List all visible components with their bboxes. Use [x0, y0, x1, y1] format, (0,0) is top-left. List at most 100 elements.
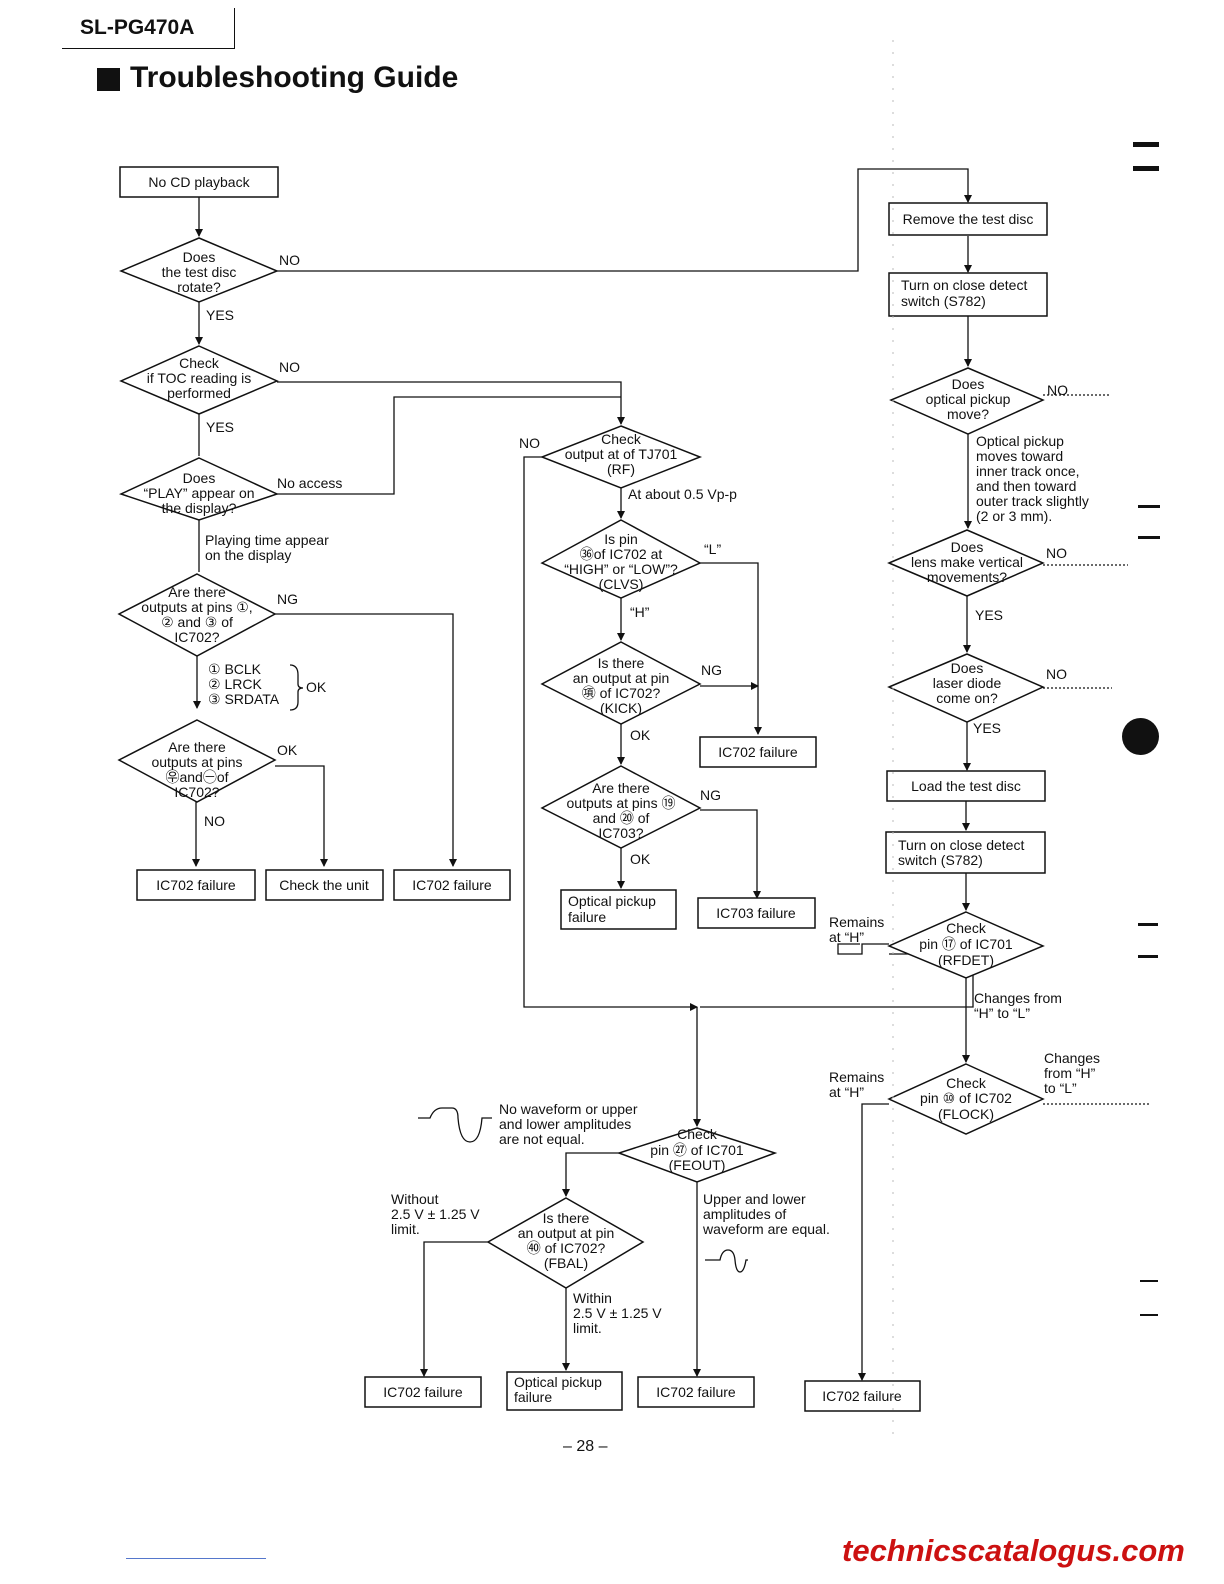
label-signal-srdata: ③ SRDATA	[208, 691, 280, 707]
label-yes-lens: YES	[975, 607, 1003, 623]
decision-kick-l4: (KICK)	[600, 700, 642, 716]
decision-rfdet-l3: (RFDET)	[938, 952, 994, 968]
decision-kick-l1: Is there	[598, 655, 645, 671]
decision-kick-l2: an output at pin	[573, 670, 670, 686]
decision-feout-l2: pin ㉗ of IC701	[650, 1142, 744, 1158]
binding-mark	[1138, 923, 1158, 926]
process-boxes: No CD playback Remove the test disc Turn…	[119, 166, 1048, 1412]
decision-fbal-l4: (FBAL)	[544, 1255, 588, 1271]
title-bullet	[97, 68, 120, 91]
decision-tj701-l3: (RF)	[607, 461, 635, 477]
decision-disc-rotate-l2: the test disc	[162, 264, 237, 280]
label-at-about: At about 0.5 Vp-p	[628, 486, 737, 502]
decision-laser-l2: laser diode	[933, 675, 1002, 691]
label-ok-kick: OK	[630, 727, 651, 743]
decision-clvs-l3: “HIGH” or “LOW”?	[564, 561, 678, 577]
box-ic702-failure-feout: IC702 failure	[656, 1384, 736, 1400]
box-ic702-failure-fbal: IC702 failure	[383, 1384, 463, 1400]
decision-play-l1: Does	[183, 470, 216, 486]
label-changes-2-l3: to “L”	[1044, 1080, 1077, 1096]
box-pickup-failure-1-line2: failure	[568, 909, 606, 925]
decision-pickup-move-l2: optical pickup	[926, 391, 1011, 407]
label-pickup-note-l1: Optical pickup	[976, 433, 1064, 449]
decision-laser-l3: come on?	[936, 690, 998, 706]
label-no-waveform-l1: No waveform or upper	[499, 1101, 638, 1117]
label-remains-h2-l2: at “H”	[829, 1084, 864, 1100]
decision-outputs-7375-l4: IC702?	[174, 784, 219, 800]
label-pickup-note-l6: (2 or 3 mm).	[976, 508, 1052, 524]
decision-tj701-l2: output at of TJ701	[565, 446, 678, 462]
label-yes-1: YES	[206, 307, 234, 323]
decision-rfdet-l1: Check	[946, 920, 987, 936]
box-close-detect-1-line2: switch (S782)	[901, 293, 986, 309]
model-number: SL-PG470A	[80, 16, 195, 39]
label-no-2: NO	[279, 359, 300, 375]
label-within-l2: 2.5 V ± 1.25 V	[573, 1305, 662, 1321]
label-signal-lrck: ② LRCK	[208, 676, 262, 692]
decision-outputs-123-l1: Are there	[168, 584, 226, 600]
decision-feout-l1: Check	[677, 1126, 718, 1142]
decision-outputs-7375-l1: Are there	[168, 739, 226, 755]
binding-mark	[1138, 955, 1158, 958]
binding-mark	[1138, 536, 1160, 539]
decision-fbal-l2: an output at pin	[518, 1225, 615, 1241]
label-without-l3: limit.	[391, 1221, 420, 1237]
label-no-laser: NO	[1046, 666, 1067, 682]
branch-labels: NO YES NO YES No access Playing time app…	[204, 252, 1100, 1336]
decision-play-l2: “PLAY” appear on	[143, 485, 254, 501]
decision-fbal-l1: Is there	[543, 1210, 590, 1226]
box-close-detect-2-line2: switch (S782)	[898, 852, 983, 868]
website-watermark: technicscatalogus.com	[842, 1533, 1185, 1568]
label-within-l1: Within	[573, 1290, 612, 1306]
label-ok-7375: OK	[277, 742, 298, 758]
binding-mark	[1133, 166, 1159, 171]
decision-kick-l3: ㊠ of IC702?	[582, 685, 661, 701]
box-ic702-failure-flock: IC702 failure	[822, 1388, 902, 1404]
decision-pickup-move-l1: Does	[952, 376, 985, 392]
box-remove-disc: Remove the test disc	[903, 211, 1034, 227]
box-ic702-failure-b: IC702 failure	[412, 877, 492, 893]
decision-lens-l1: Does	[951, 539, 984, 555]
decision-disc-rotate-l1: Does	[183, 249, 216, 265]
label-no-move: NO	[1047, 382, 1068, 398]
binding-mark	[1140, 1280, 1158, 1282]
label-yes-2: YES	[206, 419, 234, 435]
decision-toc-l3: performed	[167, 385, 231, 401]
label-no-tj701: NO	[519, 435, 540, 451]
label-pickup-note-l3: inner track once,	[976, 463, 1080, 479]
decision-flock-l1: Check	[946, 1075, 987, 1091]
label-signal-bclk: ① BCLK	[208, 661, 262, 677]
label-no-waveform-l3: are not equal.	[499, 1131, 585, 1147]
label-ng-1: NG	[277, 591, 298, 607]
label-no-access: No access	[277, 475, 342, 491]
label-ok-signals: OK	[306, 679, 327, 695]
label-equal-l3: waveform are equal.	[702, 1221, 830, 1237]
box-ic702-failure-kick: IC702 failure	[718, 744, 798, 760]
label-playing-time-l1: Playing time appear	[205, 532, 329, 548]
box-close-detect-2-line1: Turn on close detect	[898, 837, 1024, 853]
decision-diamonds: Does the test disc rotate? Check if TOC …	[117, 237, 1045, 1289]
label-changes-2-l1: Changes	[1044, 1050, 1100, 1066]
box-load-disc: Load the test disc	[911, 778, 1021, 794]
decision-disc-rotate-l3: rotate?	[177, 279, 221, 295]
label-within-l3: limit.	[573, 1320, 602, 1336]
page-number: – 28 –	[563, 1438, 608, 1455]
box-check-unit: Check the unit	[279, 877, 369, 893]
decision-outputs-123-l2: outputs at pins ①,	[141, 599, 252, 615]
footer-divider	[126, 1558, 266, 1559]
box-start: No CD playback	[148, 174, 250, 190]
decision-lens-l2: lens make vertical	[911, 554, 1023, 570]
label-changes-2-l2: from “H”	[1044, 1065, 1096, 1081]
decision-flock-l2: pin ⑩ of IC702	[920, 1090, 1012, 1106]
label-equal-l2: amplitudes of	[703, 1206, 786, 1222]
decision-lens-l3: movements?	[927, 569, 1007, 585]
label-playing-time-l2: on the display	[205, 547, 291, 563]
decision-pickup-move-l3: move?	[947, 406, 989, 422]
decision-ic703-l4: IC703?	[598, 825, 643, 841]
label-changes-1-l2: “H” to “L”	[974, 1005, 1030, 1021]
label-pickup-note-l5: outer track slightly	[976, 493, 1089, 509]
decision-outputs-7375-l3: ㉾and㊀of	[165, 769, 228, 785]
label-no-7375: NO	[204, 813, 225, 829]
label-no-lens: NO	[1046, 545, 1067, 561]
